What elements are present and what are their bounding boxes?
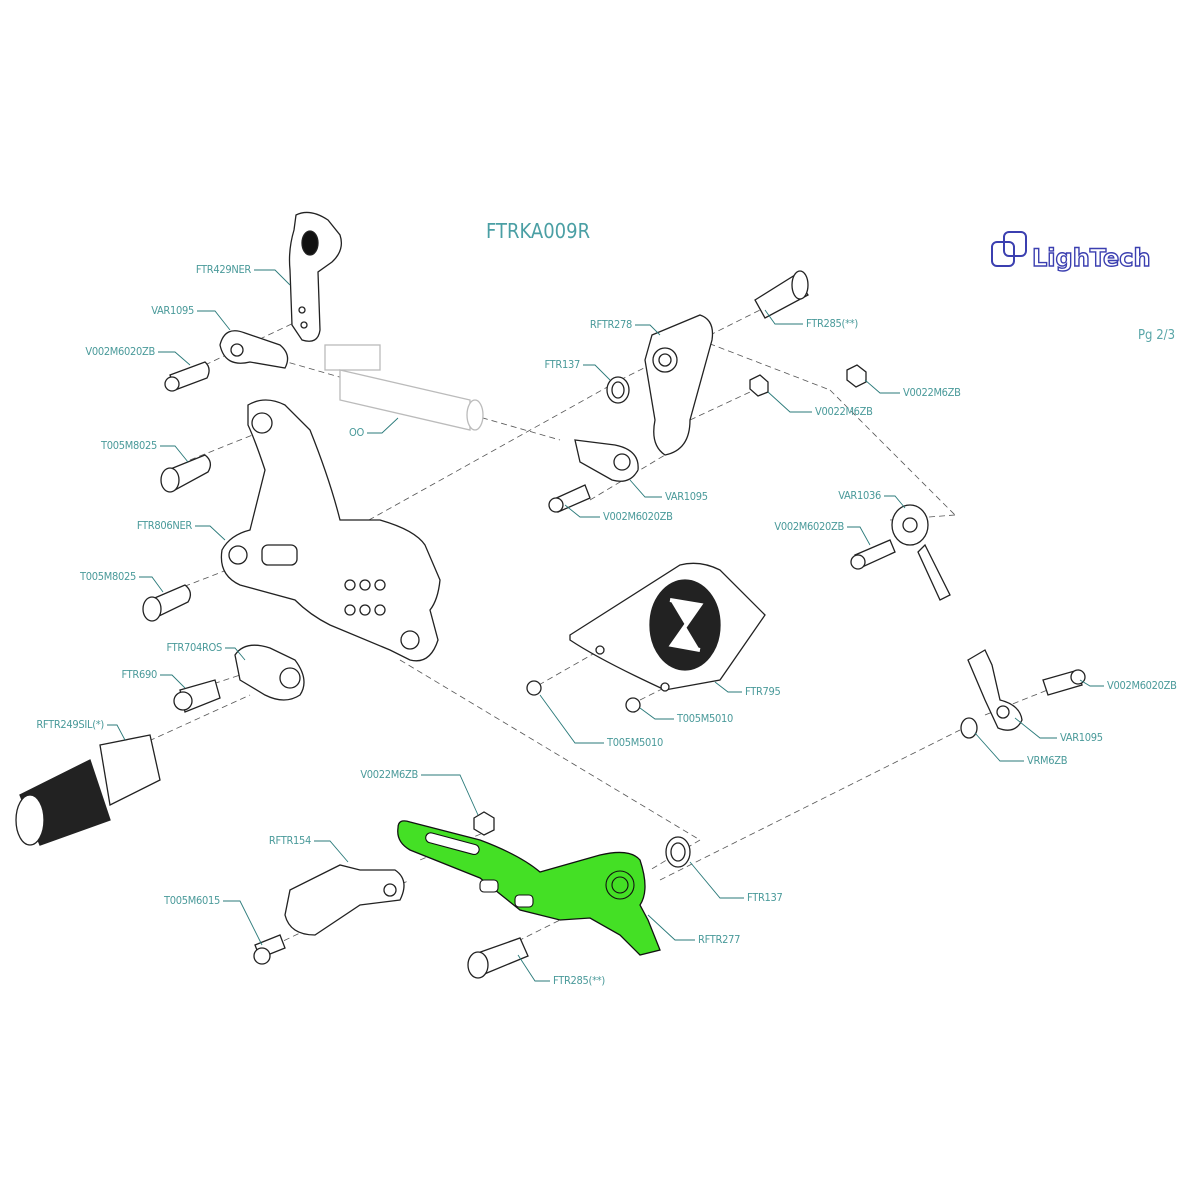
part-screw-b	[625, 697, 641, 713]
label-vrm6zb: VRM6ZB	[1027, 754, 1068, 767]
leader-lines	[107, 269, 1104, 982]
lightech-logo: LighTech	[991, 231, 1151, 272]
label-t005m8025: T005M8025	[101, 439, 157, 452]
label-v002m6020zb: V002M6020ZB	[603, 510, 673, 523]
label-var1095: VAR1095	[151, 304, 194, 317]
part-screw-a	[526, 680, 542, 696]
label-rftr278: RFTR278	[589, 318, 632, 331]
label-v0022m6zb: V0022M6ZB	[815, 405, 873, 418]
label-ftr137: FTR137	[747, 891, 783, 904]
label-rftr249sil: RFTR249SIL(*)	[36, 718, 104, 731]
part-vrm6zb	[960, 717, 978, 739]
label-v002m6020zb: V002M6020ZB	[774, 520, 844, 533]
label-v002m6020zb: V002M6020ZB	[85, 345, 155, 358]
part-nut-b	[749, 374, 769, 397]
svg-text:LighTech: LighTech	[1032, 244, 1151, 272]
label-ftr795: FTR795	[745, 685, 781, 698]
component-outlines	[15, 211, 1086, 979]
label-var1095: VAR1095	[665, 490, 708, 503]
label-var1095: VAR1095	[1060, 731, 1103, 744]
part-var1095-c	[967, 649, 1023, 731]
part-rftr249sil	[99, 734, 161, 806]
part-nut-a	[846, 364, 867, 388]
label-var1036: VAR1036	[838, 489, 881, 502]
label-ftr690: FTR690	[121, 668, 157, 681]
label-t005m5010: T005M5010	[607, 736, 663, 749]
part-var1095-a	[219, 330, 289, 369]
part-var1095-b	[574, 439, 639, 482]
label-ftr806ner: FTR806NER	[136, 519, 192, 532]
page-indicator: Pg 2/3	[1138, 328, 1176, 343]
label-v002m6020zb: V002M6020ZB	[1107, 679, 1177, 692]
label-ftr285: FTR285(**)	[806, 317, 858, 330]
part-rftr154	[284, 864, 405, 936]
label-ftr429ner: FTR429NER	[195, 263, 251, 276]
label-rftr277: RFTR277	[698, 933, 741, 946]
part-rftr277-highlighted	[397, 820, 661, 956]
assembly-code-title: FTRKA009R	[486, 219, 591, 243]
part-nut-c	[473, 811, 495, 836]
label-t005m8025: T005M8025	[80, 570, 136, 583]
label-oo: OO	[349, 426, 364, 439]
label-ftr137: FTR137	[544, 358, 580, 371]
part-bolt-a	[169, 361, 210, 391]
part-ftr806ner	[220, 399, 441, 662]
label-rftr154: RFTR154	[268, 834, 311, 847]
label-v0022m6zb: V0022M6ZB	[903, 386, 961, 399]
label-v0022m6zb: V0022M6ZB	[360, 768, 418, 781]
part-ftr429ner	[288, 211, 343, 342]
part-rftr278	[644, 314, 714, 456]
label-ftr285: FTR285(**)	[553, 974, 605, 987]
label-t005m6015: T005M6015	[164, 894, 220, 907]
label-t005m5010: T005M5010	[677, 712, 733, 725]
part-oo	[324, 344, 484, 431]
label-ftr704ros: FTR704ROS	[166, 641, 222, 654]
